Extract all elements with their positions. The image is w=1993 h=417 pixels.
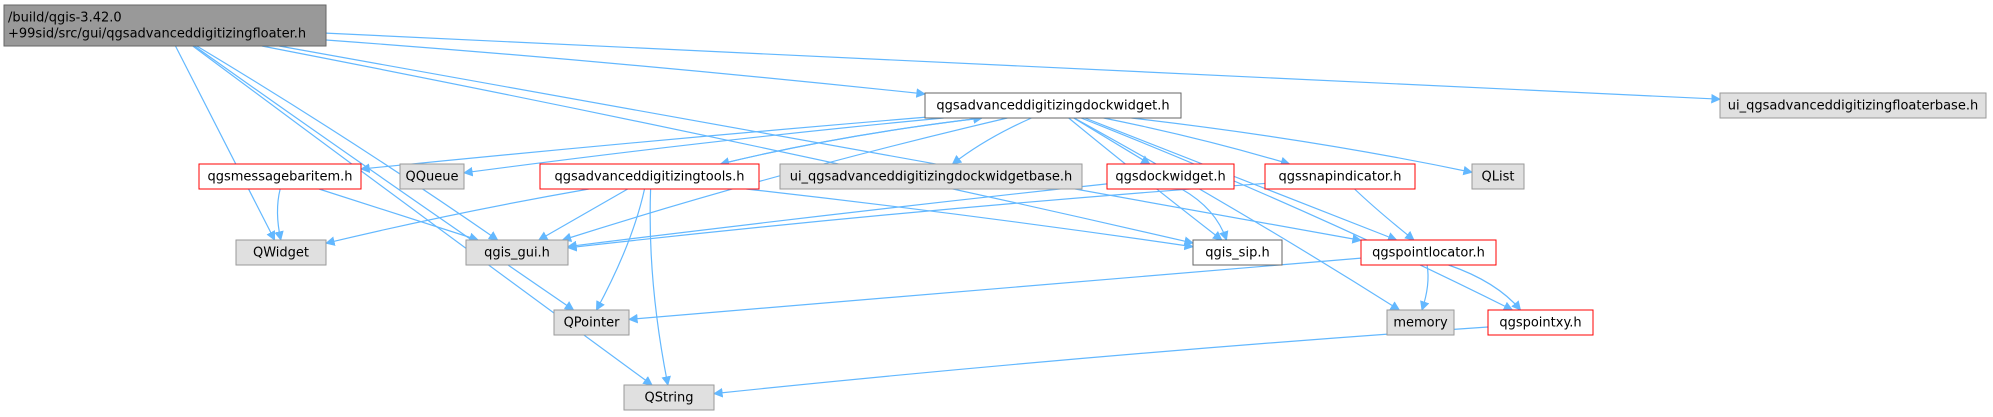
node-floaterbase-box	[1719, 92, 1987, 119]
node-floaterbase-label-0: ui_qgsadvanceddigitizingfloaterbase.h	[1728, 99, 1978, 114]
node-qqueue-label-0: QQueue	[406, 170, 459, 185]
edge-messagebar-to-qwidget	[274, 188, 284, 241]
node-dockbase[interactable]: ui_qgsadvanceddigitizingdockwidgetbase.h	[779, 163, 1083, 190]
edge-root-to-qpointer	[194, 45, 575, 311]
node-qstring-label-0: QString	[644, 391, 693, 406]
node-qstring-box	[623, 384, 715, 411]
node-floaterbase[interactable]: ui_qgsadvanceddigitizingfloaterbase.h	[1719, 92, 1987, 119]
node-qpointer-box	[553, 309, 630, 336]
node-pointxy-box	[1487, 309, 1594, 336]
node-dockbase-box	[779, 163, 1083, 190]
node-qgisgui-label-0: qgis_gui.h	[484, 246, 550, 261]
edge-dockwidget-to-snap	[1103, 117, 1291, 167]
node-locator-label-0: qgspointlocator.h	[1372, 246, 1485, 261]
node-qgisgui-box	[465, 239, 569, 266]
node-tools-label-0: qgsadvanceddigitizingtools.h	[555, 170, 745, 185]
node-qgissip-label-0: qgis_sip.h	[1205, 246, 1269, 261]
edge-root-to-floaterbase	[325, 32, 1721, 104]
edge-snap-to-qgisgui	[567, 182, 1266, 252]
node-qlist[interactable]: QList	[1471, 163, 1525, 190]
node-root-box	[3, 4, 327, 47]
node-qgsdock-box	[1106, 163, 1235, 190]
edge-dockwidget-to-pointxy	[1080, 117, 1514, 311]
node-pointxy-label-0: qgspointxy.h	[1499, 316, 1581, 331]
node-qpointer-label-0: QPointer	[564, 316, 621, 331]
edge-dockwidget-to-qgisgui	[561, 117, 1008, 242]
node-qwidget-box	[235, 239, 327, 266]
node-root-label-0: /build/qgis-3.42.0	[8, 11, 122, 26]
node-qstring[interactable]: QString	[623, 384, 715, 411]
node-dockwidget[interactable]: qgsadvanceddigitizingdockwidget.h	[924, 92, 1182, 119]
node-qgissip-box	[1192, 239, 1283, 266]
node-memory[interactable]: memory	[1386, 309, 1455, 336]
edge-locator-to-pointxy	[1448, 264, 1522, 311]
edge-dockwidget-to-locator	[1084, 117, 1398, 242]
node-dockwidget-box	[924, 92, 1182, 119]
nodes: /build/qgis-3.42.0+99sid/src/gui/qgsadva…	[3, 4, 1987, 411]
node-snap[interactable]: qgssnapindicator.h	[1264, 163, 1416, 190]
node-locator-box	[1360, 239, 1497, 266]
node-qwidget[interactable]: QWidget	[235, 239, 327, 266]
node-qqueue-box	[399, 163, 465, 190]
node-root-label-1: +99sid/src/gui/qgsadvanceddigitizingfloa…	[8, 27, 306, 42]
edge-root-to-qstring	[192, 45, 653, 386]
edge-tools-to-qgissip	[746, 188, 1194, 251]
edge-root-to-qwidget	[174, 45, 276, 241]
edge-dockwidget-to-qlist	[1131, 117, 1473, 176]
edge-dockwidget-to-messagebar	[360, 116, 926, 173]
node-messagebar-label-0: qgsmessagebaritem.h	[207, 170, 352, 185]
node-snap-box	[1264, 163, 1416, 190]
node-qgissip[interactable]: qgis_sip.h	[1192, 239, 1283, 266]
edge-dockwidget-to-memory	[1073, 117, 1401, 311]
edges	[174, 32, 1721, 398]
edge-root-to-qgisgui	[196, 45, 499, 241]
edge-pointxy-to-qstring	[713, 326, 1489, 398]
node-pointxy[interactable]: qgspointxy.h	[1487, 309, 1594, 336]
node-snap-label-0: qgssnapindicator.h	[1279, 170, 1402, 185]
edge-dockwidget-to-dockbase	[951, 117, 1032, 165]
edge-tools-to-qstring	[649, 188, 671, 386]
node-qwidget-label-0: QWidget	[253, 246, 309, 261]
node-qlist-label-0: QList	[1482, 170, 1515, 185]
node-tools[interactable]: qgsadvanceddigitizingtools.h	[539, 163, 760, 190]
edge-tools-to-qwidget	[325, 188, 589, 246]
node-qlist-box	[1471, 163, 1525, 190]
node-qgsdock[interactable]: qgsdockwidget.h	[1106, 163, 1235, 190]
edge-tools-to-dockwidget	[720, 114, 983, 165]
node-qqueue[interactable]: QQueue	[399, 163, 465, 190]
edge-dockwidget-to-qqueue	[463, 117, 944, 177]
node-locator[interactable]: qgspointlocator.h	[1360, 239, 1497, 266]
node-qpointer[interactable]: QPointer	[553, 309, 630, 336]
edge-tools-to-qgisgui	[537, 188, 629, 241]
node-memory-box	[1386, 309, 1455, 336]
edge-qgsdock-to-qgissip	[1181, 188, 1229, 241]
edge-root-to-dockwidget	[325, 39, 926, 98]
edge-tools-to-qpointer	[595, 188, 646, 311]
edge-messagebar-to-qgisgui	[318, 188, 479, 242]
node-messagebar[interactable]: qgsmessagebaritem.h	[198, 163, 362, 190]
edge-snap-to-locator	[1354, 188, 1415, 241]
edge-root-to-qgissip	[261, 45, 1194, 246]
node-root[interactable]: /build/qgis-3.42.0+99sid/src/gui/qgsadva…	[3, 4, 327, 47]
node-dockwidget-label-0: qgsadvanceddigitizingdockwidget.h	[936, 99, 1169, 114]
node-qgsdock-label-0: qgsdockwidget.h	[1115, 170, 1225, 185]
node-tools-box	[539, 163, 760, 190]
node-qgisgui[interactable]: qgis_gui.h	[465, 239, 569, 266]
edge-qgsdock-to-qgisgui	[567, 183, 1108, 251]
node-memory-label-0: memory	[1393, 316, 1448, 331]
edge-locator-to-qpointer	[628, 257, 1362, 324]
edge-locator-to-memory	[1420, 264, 1430, 311]
node-messagebar-box	[198, 163, 362, 190]
node-dockbase-label-0: ui_qgsadvanceddigitizingdockwidgetbase.h	[790, 170, 1073, 185]
